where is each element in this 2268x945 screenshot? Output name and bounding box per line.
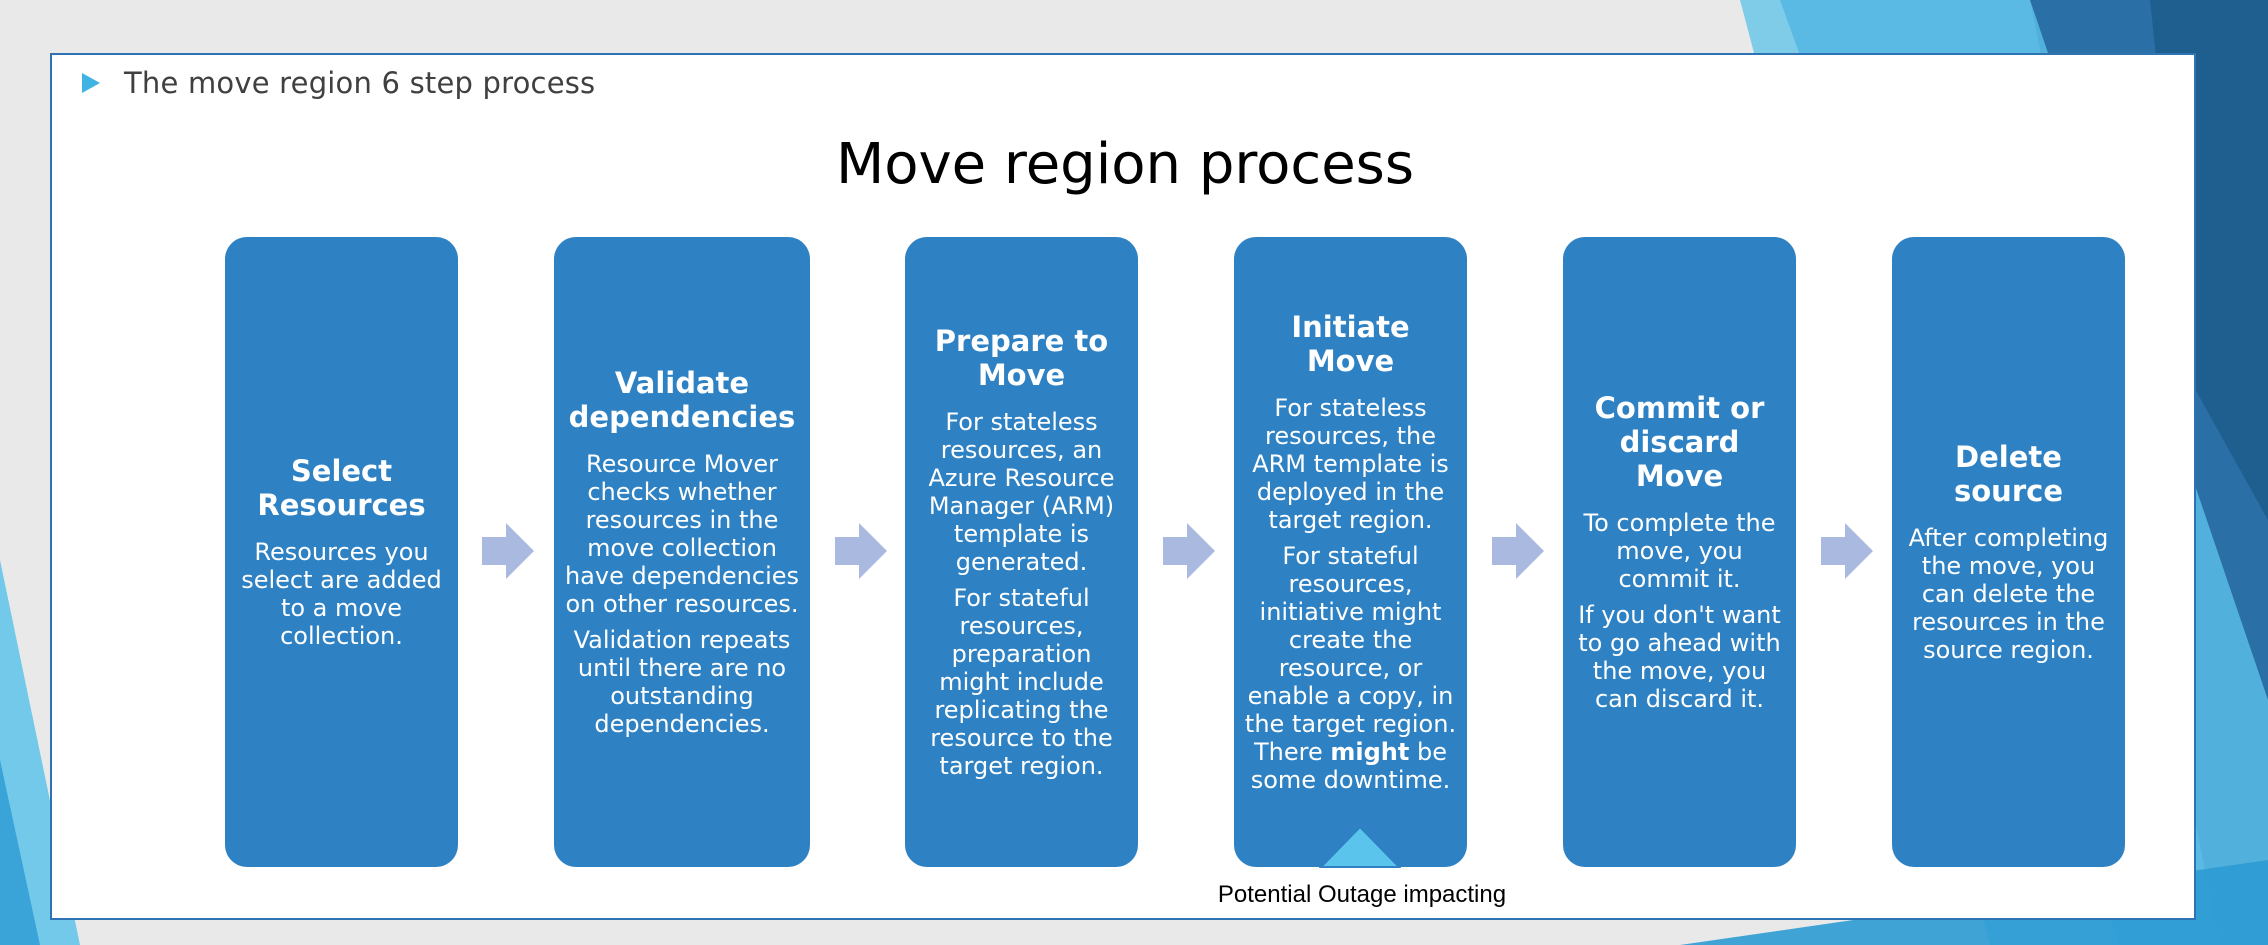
step-title: Select Resources	[257, 454, 426, 522]
arrow-right-icon	[482, 523, 534, 579]
step-emphasis: might	[1330, 738, 1410, 766]
step-commit-or-discard: Commit or discard Move To complete the m…	[1563, 237, 1796, 867]
step-description: Resource Mover checks whether resources …	[564, 450, 800, 618]
step-title: Validate dependencies	[568, 366, 796, 434]
step-description: For stateless resources, an Azure Resour…	[928, 408, 1115, 576]
arrow-right-icon	[1492, 523, 1544, 579]
step-initiate-move: Initiate Move For stateless resources, t…	[1234, 237, 1467, 867]
step-description: Resources you select are added to a move…	[241, 538, 442, 650]
diagram-title: Move region process	[835, 132, 1415, 197]
bullet-text: The move region 6 step process	[124, 66, 596, 100]
outage-marker-icon	[1319, 825, 1401, 868]
step-description: For stateful resources, preparation migh…	[930, 584, 1113, 780]
step-description: For stateless resources, the ARM templat…	[1252, 394, 1449, 534]
step-description: After completing the move, you can delet…	[1908, 524, 2109, 664]
step-description: For stateful resources, initiative might…	[1244, 542, 1457, 794]
outage-label: Potential Outage impacting	[1217, 881, 1507, 908]
slide-frame: The move region 6 step process Move regi…	[50, 53, 2196, 920]
step-text: be some downtime.	[1250, 738, 1451, 794]
step-delete-source: Delete source After completing the move,…	[1892, 237, 2125, 867]
step-title: Commit or discard Move	[1594, 391, 1765, 493]
step-description: If you don't want to go ahead with the m…	[1578, 601, 1781, 713]
step-select-resources: Select Resources Resources you select ar…	[225, 237, 458, 867]
step-title: Prepare to Move	[934, 324, 1109, 392]
triangle-bullet-icon	[82, 73, 100, 93]
arrow-right-icon	[835, 523, 887, 579]
step-title: Delete source	[1954, 440, 2063, 508]
arrow-right-icon	[1821, 523, 1873, 579]
step-description: To complete the move, you commit it.	[1583, 509, 1776, 593]
step-description: Validation repeats until there are no ou…	[573, 626, 791, 738]
bullet-line: The move region 6 step process	[82, 61, 595, 105]
step-title: Initiate Move	[1291, 310, 1410, 378]
step-validate-dependencies: Validate dependencies Resource Mover che…	[554, 237, 810, 867]
step-prepare-to-move: Prepare to Move For stateless resources,…	[905, 237, 1138, 867]
arrow-right-icon	[1163, 523, 1215, 579]
step-text: For stateful resources, initiative might…	[1244, 542, 1457, 766]
